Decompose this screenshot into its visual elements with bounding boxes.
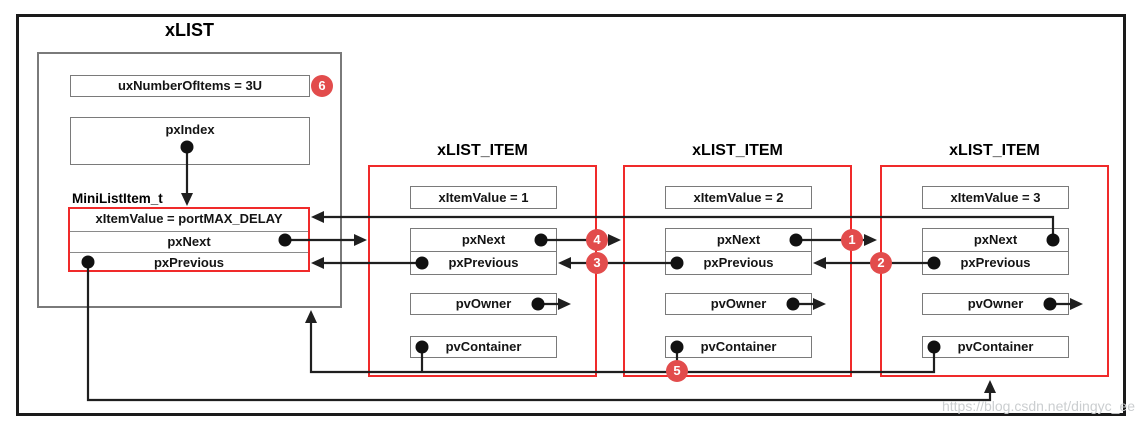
- step-badge-5: 5: [666, 360, 688, 382]
- pxindex-field: pxIndex: [70, 117, 310, 165]
- mini-xitemvalue-row: xItemValue = portMAX_DELAY: [95, 211, 283, 226]
- minilistitem-struct-box: xItemValue = portMAX_DELAY pxNext pxPrev…: [68, 207, 310, 272]
- step-badge-4: 4: [586, 229, 608, 251]
- xlist-item-1-title: xLIST_ITEM: [437, 142, 528, 159]
- item1-pxprevious-field: pxPrevious: [410, 251, 557, 275]
- item2-xitemvalue-field: xItemValue = 2: [665, 186, 812, 209]
- item1-pxnext-field: pxNext: [410, 228, 557, 252]
- xlist-title: xLIST: [164, 20, 214, 40]
- item3-pvowner-field: pvOwner: [922, 293, 1069, 315]
- step-badge-6: 6: [311, 75, 333, 97]
- step-badge-3: 3: [586, 252, 608, 274]
- item2-pxnext-field: pxNext: [665, 228, 812, 252]
- mini-pxnext-row: pxNext: [70, 230, 308, 253]
- uxnumberofitems-field: uxNumberOfItems = 3U: [70, 75, 310, 97]
- xlist-item-2-title: xLIST_ITEM: [692, 142, 783, 159]
- watermark-text: https://blog.csdn.net/dingyc_ee: [941, 398, 1135, 414]
- item2-pvcontainer-field: pvContainer: [665, 336, 812, 358]
- item2-pxprevious-field: pxPrevious: [665, 251, 812, 275]
- minilistitem-label: MiniListItem_t: [72, 191, 163, 206]
- item3-xitemvalue-field: xItemValue = 3: [922, 186, 1069, 209]
- item3-pvcontainer-field: pvContainer: [922, 336, 1069, 358]
- item3-pxprevious-field: pxPrevious: [922, 251, 1069, 275]
- item1-pvowner-field: pvOwner: [410, 293, 557, 315]
- item1-pvcontainer-field: pvContainer: [410, 336, 557, 358]
- step-badge-1: 1: [841, 229, 863, 251]
- mini-pxprevious-row: pxPrevious: [70, 252, 308, 274]
- diagram-outer-border: [16, 14, 1126, 416]
- item3-pxnext-field: pxNext: [922, 228, 1069, 252]
- item1-xitemvalue-field: xItemValue = 1: [410, 186, 557, 209]
- item2-pvowner-field: pvOwner: [665, 293, 812, 315]
- xlist-item-3-title: xLIST_ITEM: [949, 142, 1040, 159]
- step-badge-2: 2: [870, 252, 892, 274]
